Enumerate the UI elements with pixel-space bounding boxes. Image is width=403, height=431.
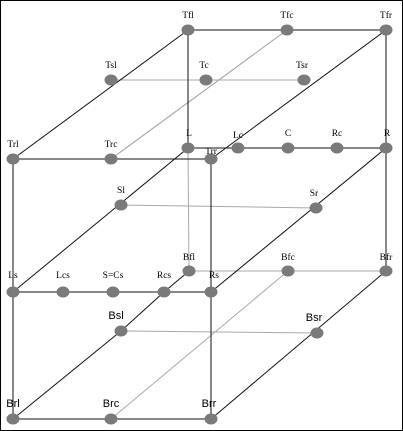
edge-Ls-L [12,147,189,293]
node-label-Tsr: Tsr [296,61,309,71]
node-R [379,142,393,154]
node-Tfc [280,24,294,36]
node-Tc [199,74,213,86]
node-Brl [6,413,20,425]
node-label-L: L [186,129,192,139]
node-Bfr [379,265,393,277]
node-label-Bfc: Bfc [281,252,295,263]
node-label-Brr: Brr [202,398,217,410]
node-label-Bsr: Bsr [306,312,323,324]
node-Trc [104,153,118,165]
node-Ls [6,286,20,298]
edge-Bsl-Rcs [120,291,165,332]
edge-Rs-R [210,147,387,293]
node-label-Brl: Brl [6,398,19,410]
node-label-Trr: Trr [205,147,218,157]
edge-Brr-Bfr [210,270,387,420]
edge-Sl-Sr [120,204,317,209]
node-Rs [204,286,218,298]
node-label-SCs: S=Cs [103,271,124,281]
node-Trr [204,153,218,165]
node-label-Tsl: Tsl [105,61,117,71]
node-Tsr [297,74,311,86]
node-label-C: C [285,129,291,139]
edge-Bsl-Bsr [120,330,318,334]
node-label-Rc: Rc [332,129,343,139]
node-label-Bfl: Bfl [183,252,196,263]
node-Bsr [310,327,324,339]
node-label-Tfc: Tfc [280,10,293,21]
node-Sl [114,199,128,211]
node-label-Rs: Rs [209,271,219,281]
edge-Brl-Bsl [12,330,122,420]
node-label-Tfr: Tfr [380,10,393,21]
node-Tsl [104,74,118,86]
node-label-Trc: Trc [105,140,118,150]
node-label-Rcs: Rcs [157,271,172,281]
node-L [181,142,195,154]
node-label-Tc: Tc [199,61,208,71]
node-Rc [330,142,344,154]
node-Tfl [181,24,195,36]
node-Sr [309,202,323,214]
node-C [281,142,295,154]
node-label-Lcs: Lcs [56,271,70,281]
node-SCs [106,286,120,298]
edge-Tfr-Trr [210,29,387,160]
node-label-Trl: Trl [7,140,19,150]
node-Bsl [114,325,128,337]
node-label-Ls: Ls [8,271,18,281]
edge-Brc-Bfc [110,270,289,420]
node-Bfc [281,265,295,277]
node-label-Sr: Sr [310,189,319,199]
node-Lcs [56,286,70,298]
node-Bfl [182,265,196,277]
node-Lc [231,142,245,154]
node-label-Lc: Lc [233,131,243,141]
node-label-Tfl: Tfl [182,10,194,21]
node-label-Bfr: Bfr [380,252,394,263]
node-label-Sl: Sl [117,186,125,196]
edge-Tfl-Trl [12,29,189,160]
node-label-Bsl: Bsl [108,310,123,322]
edge-Trc-Tfc [110,29,288,160]
node-Tfr [379,24,393,36]
node-label-Brc: Brc [103,398,120,410]
node-Trl [6,153,20,165]
node-Brc [104,413,118,425]
node-label-R: R [384,129,391,139]
node-Brr [204,413,218,425]
node-Rcs [157,286,171,298]
edge-L-Bfl [187,147,190,272]
